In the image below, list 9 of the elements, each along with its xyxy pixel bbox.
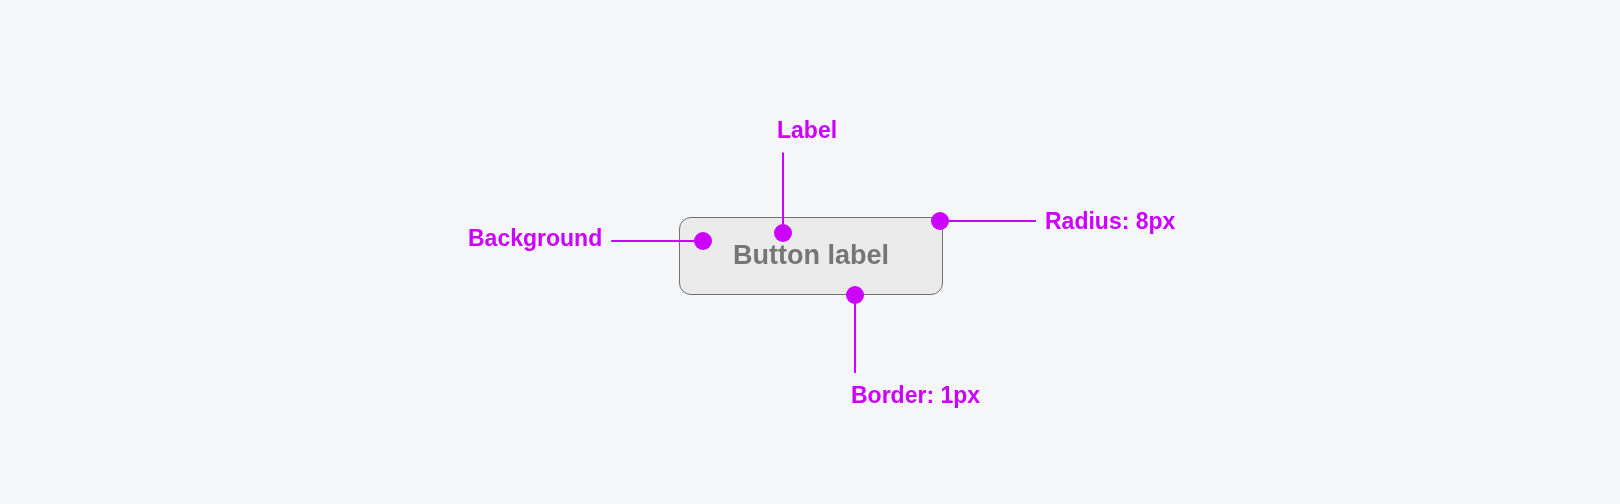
leader-line bbox=[774, 151, 792, 242]
callout-label: Background bbox=[468, 225, 603, 252]
button: Button label bbox=[679, 217, 943, 295]
callout-label: Radius: 8px bbox=[1045, 208, 1176, 235]
leader-line bbox=[846, 286, 864, 374]
callout-label: Border: 1px bbox=[851, 382, 981, 409]
leader-line bbox=[931, 212, 1037, 230]
callout-label: Label bbox=[777, 117, 838, 144]
leader-line bbox=[610, 232, 712, 250]
